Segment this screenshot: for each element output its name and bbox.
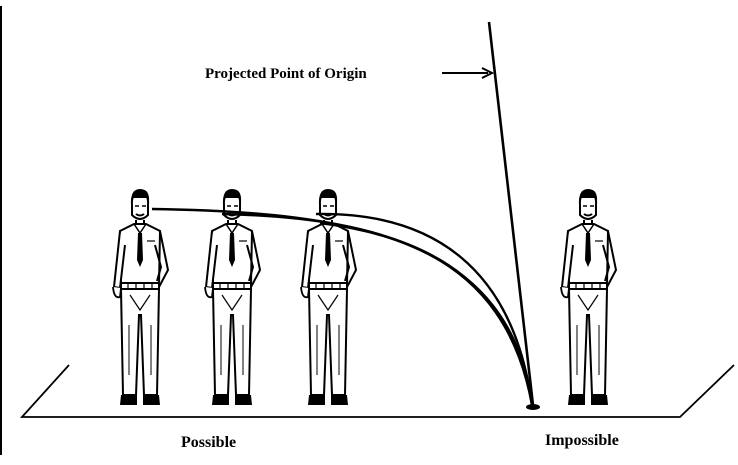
person-figure-1 xyxy=(113,189,168,405)
person-figure-2 xyxy=(205,189,260,405)
caption-impossible: Impossible xyxy=(545,432,619,449)
blood-spot-icon xyxy=(526,404,540,410)
caption-possible: Possible xyxy=(181,434,236,451)
person-figure-3 xyxy=(301,189,356,405)
projection-line xyxy=(489,22,533,405)
person-figure-4 xyxy=(561,189,616,405)
projection-label: Projected Point of Origin xyxy=(205,66,367,82)
trajectory-arc-2 xyxy=(222,214,532,405)
arrow-right-icon xyxy=(442,68,492,78)
